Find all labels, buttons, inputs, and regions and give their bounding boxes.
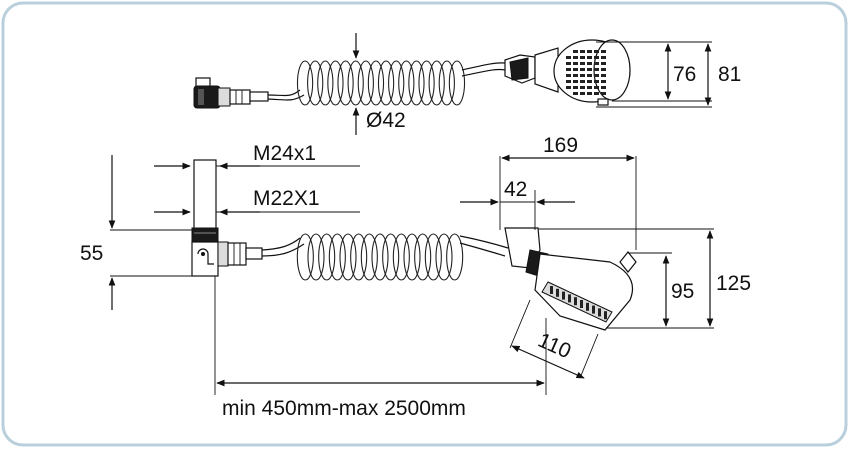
dim-thread-m22: M22X1 — [253, 187, 320, 210]
dim-height-95: 95 — [671, 280, 694, 303]
dim-height-81: 81 — [718, 63, 741, 86]
dim-m22-group: M22X1 — [154, 187, 360, 216]
side-shower-head — [504, 227, 637, 331]
top-view: Ø42 76 81 — [193, 33, 741, 135]
top-elbow-connector — [193, 77, 269, 109]
top-coil — [296, 60, 466, 106]
dim-length-group: min 450mm-max 2500mm — [214, 276, 547, 420]
dim-diameter-group: Ø42 — [352, 33, 406, 135]
side-view: M24x1 M22X1 55 — [80, 134, 751, 420]
dim-width-169: 169 — [543, 134, 578, 157]
side-hose-left — [261, 237, 305, 257]
side-hose-right — [459, 235, 509, 257]
dim-thread-m24: M24x1 — [253, 142, 316, 165]
dim-diameter: Ø42 — [366, 109, 406, 132]
dim-top-heights: 76 81 — [596, 41, 741, 108]
dim-width-42: 42 — [504, 178, 527, 201]
dim-42-group: 42 — [460, 178, 575, 230]
dim-length: min 450mm-max 2500mm — [222, 397, 466, 420]
top-hose-right — [461, 62, 506, 77]
thread-fitting — [191, 159, 263, 277]
dim-height-55: 55 — [80, 242, 103, 265]
side-coil — [296, 233, 464, 281]
dim-side-heights: 95 125 — [538, 228, 751, 329]
top-shower-head — [504, 39, 631, 106]
dim-m24-group: M24x1 — [154, 142, 360, 170]
dim-169-group: 169 — [499, 134, 637, 250]
dim-height-76: 76 — [673, 63, 696, 86]
dim-55-group: 55 — [80, 155, 192, 310]
dim-height-125: 125 — [716, 272, 751, 295]
